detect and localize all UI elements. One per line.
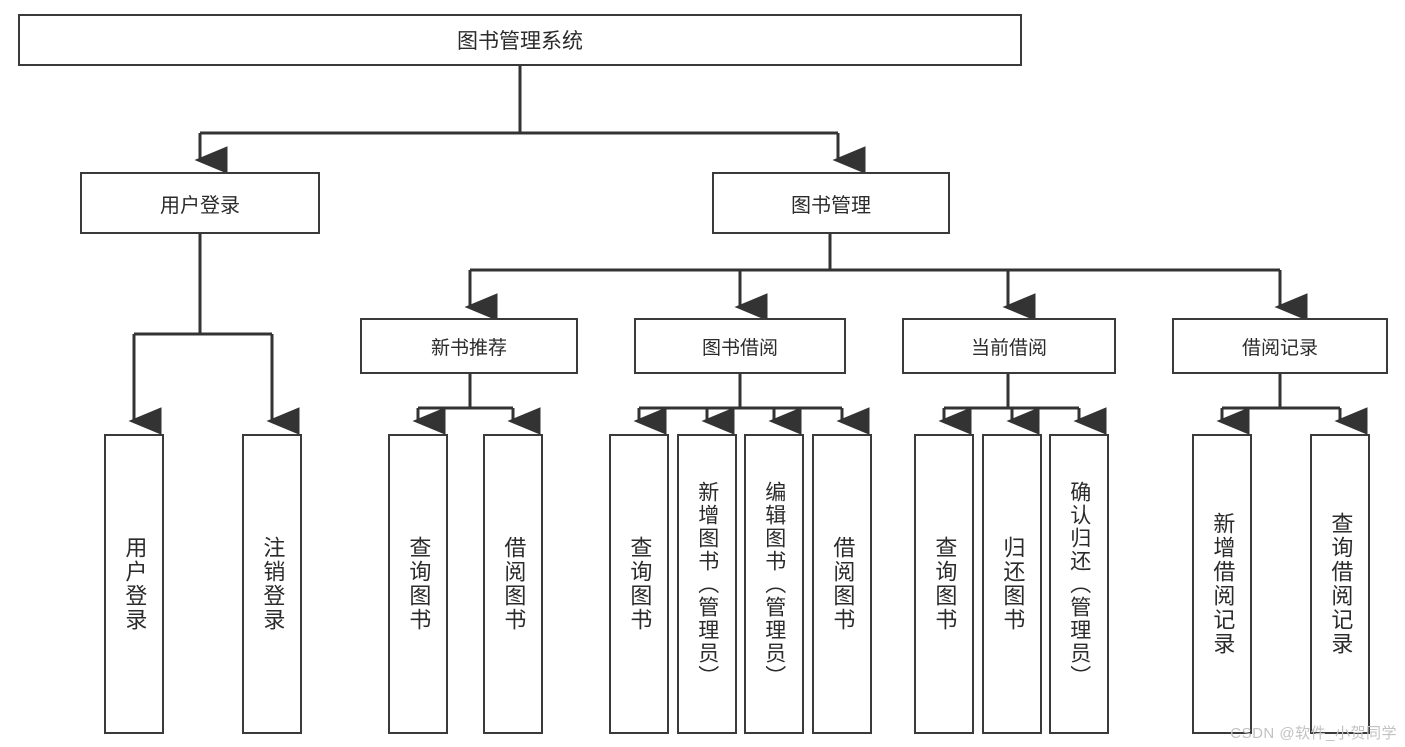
leaf-user-login-login[interactable]: 用户登录 bbox=[104, 434, 164, 734]
node-new-book-recommend-label: 新书推荐 bbox=[430, 337, 507, 359]
leaf-user-login-logout[interactable]: 注销登录 bbox=[242, 434, 302, 734]
node-root-label: 图书管理系统 bbox=[457, 30, 583, 53]
leaf-label: 借阅图书 bbox=[830, 536, 856, 632]
node-book-management-label: 图书管理 bbox=[791, 194, 871, 217]
node-borrow-record[interactable]: 借阅记录 bbox=[1172, 318, 1388, 374]
node-book-borrow[interactable]: 图书借阅 bbox=[634, 318, 846, 374]
node-user-login-label: 用户登录 bbox=[160, 194, 240, 217]
node-root-system[interactable]: 图书管理系统 bbox=[18, 14, 1022, 66]
leaf-label: 查询图书 bbox=[627, 536, 653, 632]
leaf-label: 注销登录 bbox=[260, 536, 286, 632]
leaf-record-add-record[interactable]: 新增借阅记录 bbox=[1192, 434, 1252, 734]
node-new-book-recommend[interactable]: 新书推荐 bbox=[360, 318, 578, 374]
leaf-borrow-edit-book-admin[interactable]: 编辑图书（管理员） bbox=[744, 434, 804, 734]
leaf-label: 归还图书 bbox=[1000, 536, 1026, 632]
node-borrow-record-label: 借阅记录 bbox=[1241, 337, 1318, 359]
leaf-label: 借阅图书 bbox=[501, 536, 527, 632]
leaf-label: 查询图书 bbox=[932, 536, 958, 632]
leaf-label: 新增图书（管理员） bbox=[695, 480, 719, 688]
node-user-login[interactable]: 用户登录 bbox=[80, 172, 320, 234]
leaf-borrow-borrow-book[interactable]: 借阅图书 bbox=[812, 434, 872, 734]
leaf-borrow-query-book[interactable]: 查询图书 bbox=[609, 434, 669, 734]
leaf-label: 查询借阅记录 bbox=[1328, 512, 1354, 656]
watermark: CSDN @软件_小贺同学 bbox=[1230, 725, 1397, 742]
leaf-label: 确认归还（管理员） bbox=[1067, 480, 1091, 688]
node-current-borrow-label: 当前借阅 bbox=[970, 337, 1047, 359]
leaf-label: 编辑图书（管理员） bbox=[762, 480, 786, 688]
leaf-label: 用户登录 bbox=[122, 536, 148, 632]
leaf-current-confirm-return-admin[interactable]: 确认归还（管理员） bbox=[1049, 434, 1109, 734]
leaf-new-book-borrow[interactable]: 借阅图书 bbox=[483, 434, 543, 734]
node-book-borrow-label: 图书借阅 bbox=[701, 337, 778, 359]
leaf-current-return-book[interactable]: 归还图书 bbox=[982, 434, 1042, 734]
node-book-management[interactable]: 图书管理 bbox=[712, 172, 950, 234]
leaf-label: 查询图书 bbox=[406, 536, 432, 632]
leaf-new-book-query[interactable]: 查询图书 bbox=[388, 434, 448, 734]
leaf-borrow-add-book-admin[interactable]: 新增图书（管理员） bbox=[677, 434, 737, 734]
leaf-label: 新增借阅记录 bbox=[1210, 512, 1236, 656]
leaf-record-query-record[interactable]: 查询借阅记录 bbox=[1310, 434, 1370, 734]
node-current-borrow[interactable]: 当前借阅 bbox=[902, 318, 1116, 374]
leaf-current-query-book[interactable]: 查询图书 bbox=[914, 434, 974, 734]
